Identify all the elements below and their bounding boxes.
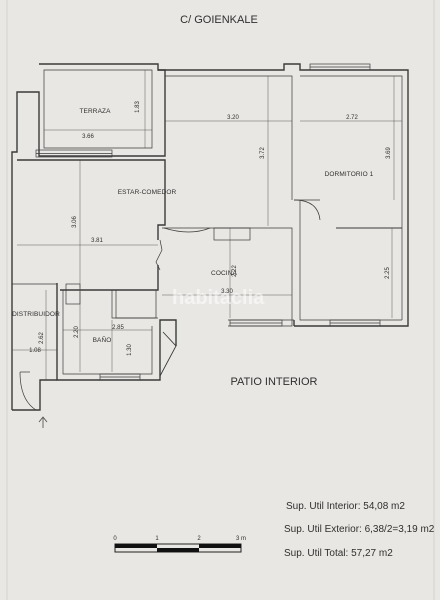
room-label-cocina: COCINA: [211, 270, 237, 277]
room-label-dormitorio: DORMITORIO 1: [325, 171, 374, 178]
scale-bar: 0 1 2 3 m: [113, 536, 246, 553]
dim-dist-h: 2.62: [39, 332, 45, 344]
summary-exterior: Sup. Util Exterior: 6,38/2=3,19 m2: [284, 524, 435, 535]
patio-label: PATIO INTERIOR: [231, 376, 318, 388]
watermark: habitaclia: [172, 287, 265, 309]
scale-tick-3: 3 m: [236, 536, 246, 542]
dim-estar-w: 3.81: [91, 238, 103, 244]
windows: [35, 63, 381, 381]
dim-top-w1: 3.20: [227, 115, 239, 121]
dimension-lines: [12, 70, 402, 380]
dim-terraza-h: 1.83: [135, 101, 141, 113]
dim-estar-v: 3.72: [260, 147, 266, 159]
room-label-estar: ESTAR-COMEDOR: [118, 189, 177, 196]
street-label: C/ GOIENKALE: [180, 14, 258, 26]
dim-cocina-w: 3.30: [221, 289, 233, 295]
scale-tick-1: 1: [155, 536, 159, 542]
summary-total: Sup. Util Total: 57,27 m2: [284, 548, 393, 559]
dim-bano-h2: 1.30: [127, 344, 133, 356]
room-label-terraza: TERRAZA: [79, 108, 111, 115]
entrance-arrow-icon: [38, 416, 48, 428]
dim-estar-h: 3.06: [72, 216, 78, 228]
doors: [19, 199, 321, 411]
dim-dorm-v: 3.69: [386, 147, 392, 159]
room-label-bano: BAÑO: [93, 335, 112, 344]
dim-bano-w: 2.85: [112, 325, 124, 331]
summary-interior: Sup. Util Interior: 54,08 m2: [286, 501, 405, 512]
dim-cocina-h: 2.22: [232, 265, 238, 277]
dim-dist-w: 1.08: [29, 348, 41, 354]
dim-terraza-w: 3.66: [82, 134, 94, 140]
dim-bano-h1: 2.20: [74, 326, 80, 338]
walls: [11, 63, 409, 411]
room-label-distribuidor: DISTRIBUIDOR: [12, 311, 60, 318]
scale-tick-0: 0: [113, 536, 117, 542]
dim-top-w2: 2.72: [346, 115, 358, 121]
scale-tick-2: 2: [197, 536, 201, 542]
dim-dorm-v2: 2.25: [385, 267, 391, 279]
